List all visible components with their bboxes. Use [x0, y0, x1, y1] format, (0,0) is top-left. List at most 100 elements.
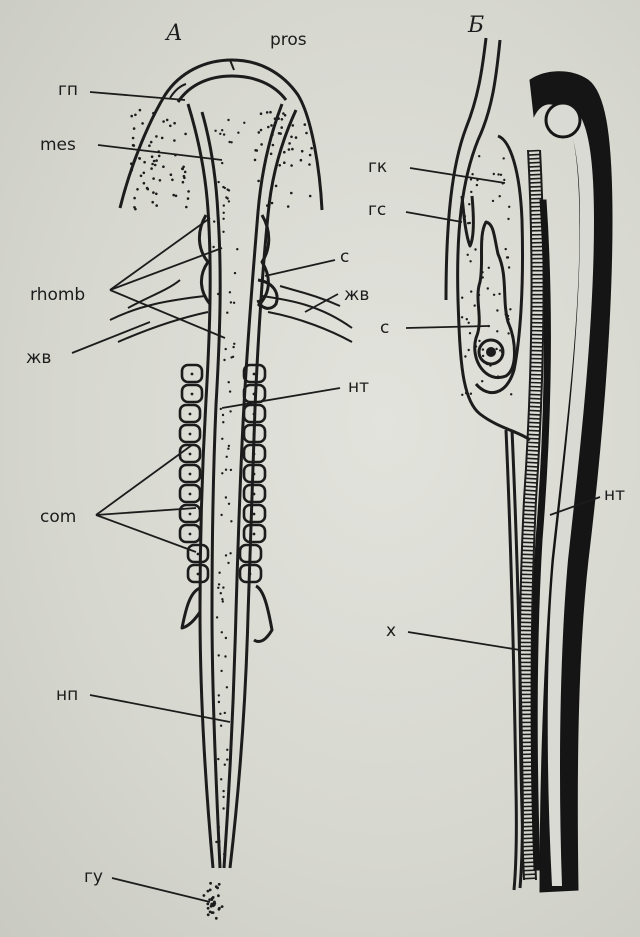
- stipple-dot: [228, 381, 230, 383]
- stipple-dot: [228, 503, 230, 505]
- stipple-dot: [155, 193, 158, 196]
- stipple-dot: [223, 359, 225, 361]
- stipple-dot: [219, 133, 221, 135]
- stipple-dot: [224, 764, 226, 766]
- stipple-dot: [221, 129, 223, 131]
- label-gk: гк: [368, 157, 387, 177]
- stipple-dot: [290, 164, 293, 167]
- stipple-dot: [207, 913, 210, 916]
- leader-nt-a: [222, 388, 340, 408]
- stipple-dot: [272, 144, 275, 147]
- stipple-dot: [221, 631, 223, 633]
- stipple-dot: [136, 188, 139, 191]
- panel-b-section: [446, 38, 612, 892]
- stipple-dot: [489, 364, 491, 366]
- stipple-dot: [232, 356, 234, 358]
- somite-dot: [253, 393, 256, 396]
- stipple-dot: [222, 231, 224, 233]
- leader-gs: [406, 212, 462, 222]
- stipple-dot: [309, 154, 312, 157]
- stipple-dot: [510, 393, 512, 395]
- stipple-dot: [237, 132, 239, 134]
- stipple-dot: [212, 246, 214, 248]
- stipple-dot: [498, 342, 500, 344]
- stipple-dot: [269, 111, 272, 114]
- stipple-dot: [482, 348, 484, 350]
- stipple-dot: [292, 124, 295, 127]
- caudal-flap-right: [254, 586, 272, 642]
- rhombomere-bulge-right: [258, 215, 269, 306]
- stipple-dot: [475, 345, 477, 347]
- caudal-flap-left: [182, 588, 200, 628]
- stipple-dot: [148, 144, 151, 147]
- stipple-dot: [227, 562, 229, 564]
- stipple-dot: [255, 149, 258, 152]
- stipple-dot: [151, 201, 154, 204]
- label-zhv-right: жв: [344, 285, 369, 305]
- stipple-dot: [147, 188, 150, 191]
- stipple-dot: [288, 142, 291, 145]
- stipple-dot: [301, 150, 304, 153]
- stipple-dot: [229, 291, 231, 293]
- stipple-dot: [215, 917, 218, 920]
- stipple-dot: [150, 141, 153, 144]
- head-fold-outer: [120, 60, 322, 210]
- stipple-dot: [465, 392, 467, 394]
- stipple-dot: [212, 911, 215, 914]
- stipple-dot: [229, 390, 231, 392]
- somite-dot: [249, 573, 252, 576]
- stipple-dot: [284, 114, 287, 117]
- stipple-dot: [184, 171, 187, 174]
- stipple-dot: [226, 758, 228, 760]
- stipple-dot: [213, 902, 216, 905]
- stipple-dot: [227, 119, 229, 121]
- label-x: х: [386, 621, 396, 641]
- gill-line-right-2: [268, 312, 352, 342]
- stipple-dot: [223, 133, 225, 135]
- leader-c-a: [265, 260, 335, 276]
- stipple-dot: [217, 894, 220, 897]
- stipple-dot: [182, 166, 185, 169]
- stipple-dot: [219, 713, 221, 715]
- stipple-dot: [470, 290, 472, 292]
- stipple-dot: [143, 161, 146, 164]
- stipple-dot: [162, 165, 165, 168]
- stipple-dot: [280, 126, 283, 129]
- stipple-dot: [507, 332, 509, 334]
- stipple-dot: [218, 883, 221, 886]
- label-gp: гп: [58, 80, 78, 100]
- stipple-dot: [267, 126, 270, 129]
- stipple-dot: [288, 148, 291, 151]
- stipple-dot: [290, 192, 293, 195]
- stipple-dot: [220, 408, 222, 410]
- stipple-dot: [295, 136, 298, 139]
- body-contour-outer-left: [446, 38, 486, 300]
- panel-a-embryo: [110, 60, 352, 926]
- leader-x: [408, 632, 520, 650]
- stipple-dot: [230, 301, 232, 303]
- stipple-dot: [290, 136, 293, 139]
- stipple-dot: [283, 161, 286, 164]
- stipple-dot: [509, 308, 511, 310]
- stipple-dot: [481, 271, 483, 273]
- somite-dot: [253, 433, 256, 436]
- stipple-dot: [207, 890, 210, 893]
- leader-zhv-left: [72, 322, 150, 353]
- stipple-dot: [468, 349, 470, 351]
- label-np: нп: [56, 685, 78, 705]
- stipple-dot: [497, 173, 499, 175]
- stipple-dot: [229, 552, 231, 554]
- stipple-dot: [503, 179, 505, 181]
- stipple-dot: [166, 119, 169, 122]
- stipple-dot: [221, 162, 223, 164]
- stipple-dot: [182, 181, 185, 184]
- stipple-dot: [497, 375, 499, 377]
- somite-dot: [191, 393, 194, 396]
- stipple-dot: [220, 778, 222, 780]
- stipple-dot: [187, 197, 190, 200]
- stipple-dot: [220, 670, 222, 672]
- stipple-dot: [155, 135, 158, 138]
- tail-bud: [200, 878, 226, 926]
- stipple-dot: [152, 177, 155, 180]
- stipple-dot: [217, 587, 219, 589]
